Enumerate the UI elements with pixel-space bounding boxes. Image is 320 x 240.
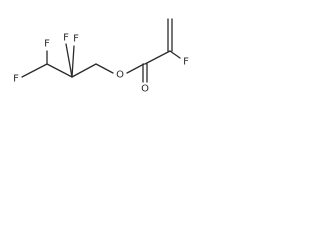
atom-f-vinyl: F <box>183 57 189 68</box>
bond-o-c4 <box>126 63 145 74</box>
bond-c1-c2 <box>46 63 73 78</box>
bond-c3-o <box>95 63 114 74</box>
atom-o-carbonyl: O <box>141 84 149 95</box>
bond-c2-c3 <box>71 63 97 78</box>
molecule-structure-diagram: F F F F O O F <box>13 18 189 95</box>
atom-f-upper-left: F <box>63 33 69 44</box>
atom-labels: F F F F O O F <box>13 33 189 95</box>
atom-f-left: F <box>13 74 19 85</box>
bond-c4-c5 <box>144 50 171 65</box>
bond-c1-f-left <box>21 63 48 78</box>
bond-c2-f-upper-right <box>71 45 75 78</box>
atom-f-upper-right: F <box>73 34 79 45</box>
bond-c2-f-upper-left <box>65 43 73 78</box>
atom-f-top: F <box>44 39 50 50</box>
atom-o-ester: O <box>116 70 124 81</box>
bond-c5-f <box>169 50 181 59</box>
bonds <box>21 18 181 83</box>
